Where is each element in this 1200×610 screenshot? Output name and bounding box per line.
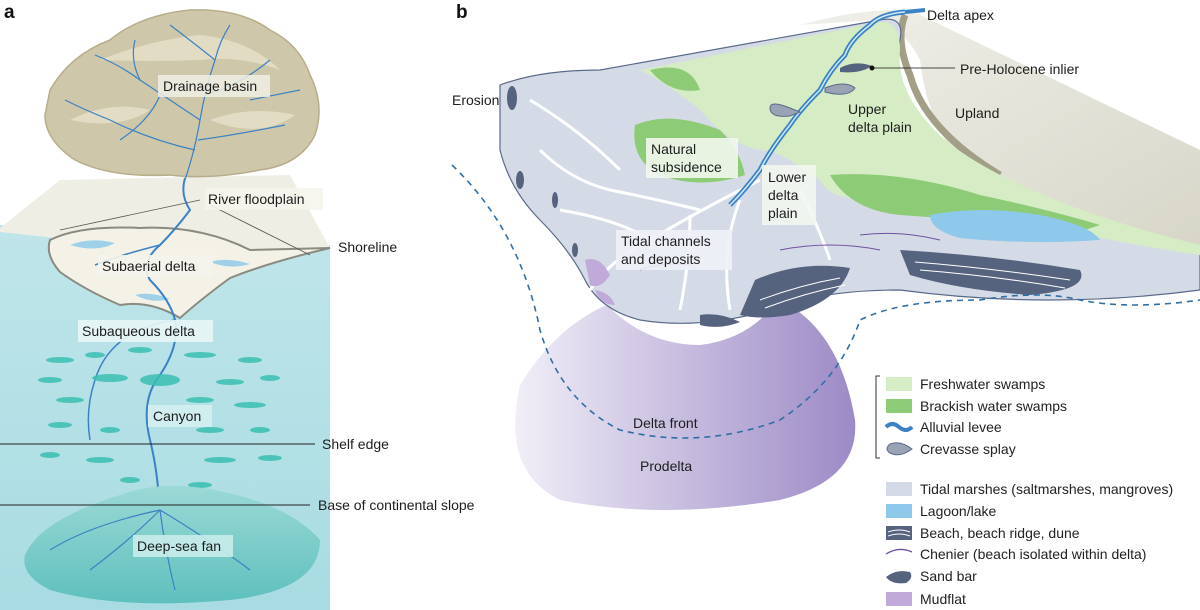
tidal-marsh-swatch bbox=[886, 482, 912, 496]
river-floodplain-label-bg bbox=[205, 188, 323, 210]
erosion-label: Erosion bbox=[452, 92, 499, 108]
natural-subsidence-label-bg bbox=[646, 138, 738, 178]
subaerial-delta-label-bg bbox=[98, 255, 213, 277]
legend-bracket bbox=[875, 375, 880, 459]
levee-highlight bbox=[729, 11, 906, 206]
apex-channel bbox=[904, 8, 926, 14]
natural-subsidence-label-line1: Natural bbox=[651, 141, 696, 157]
natural-subsidence-label-line2: subsidence bbox=[651, 159, 722, 175]
mudflat-swatch bbox=[886, 592, 912, 606]
panel-b: b bbox=[451, 2, 1200, 510]
tidal-channels-label-line2: and deposits bbox=[621, 251, 700, 267]
canyon-label: Canyon bbox=[153, 408, 201, 424]
upper-delta-label-line1: Upper bbox=[848, 101, 886, 117]
sand-bar-icon bbox=[886, 571, 912, 584]
panel-a: a bbox=[0, 2, 475, 610]
beach-ridge-icon bbox=[886, 526, 912, 540]
legend-crevasse: Crevasse splay bbox=[920, 441, 1016, 457]
legend-mudflat: Mudflat bbox=[920, 591, 966, 607]
legend-beach: Beach, beach ridge, dune bbox=[920, 525, 1080, 541]
lagoon-area bbox=[930, 210, 1100, 243]
shelf-edge-label: Shelf edge bbox=[322, 436, 389, 452]
upland-area bbox=[800, 9, 1200, 245]
legend-levee: Alluvial levee bbox=[920, 419, 1002, 435]
main-river bbox=[145, 177, 192, 531]
floodplain-line-right bbox=[209, 204, 311, 256]
upper-delta-label-line2: delta plain bbox=[848, 119, 912, 135]
legend-brackish: Brackish water swamps bbox=[920, 398, 1067, 414]
panel-b-letter: b bbox=[456, 2, 468, 23]
brackish-swamp-north bbox=[650, 67, 700, 91]
prodelta-label: Prodelta bbox=[640, 458, 692, 474]
subaerial-delta-label: Subaerial delta bbox=[102, 258, 196, 274]
crevasse-splay-1 bbox=[769, 103, 802, 117]
sand-bars bbox=[507, 86, 578, 257]
deep-sea-fan-label: Deep-sea fan bbox=[137, 538, 221, 554]
subaqueous-delta-label-bg bbox=[78, 320, 213, 342]
shelf-deposits bbox=[38, 347, 282, 488]
lower-delta-label-line2: delta bbox=[768, 187, 799, 203]
panel-a-letter: a bbox=[4, 2, 15, 23]
legend-sand-bar: Sand bar bbox=[920, 568, 977, 584]
prodelta-cone bbox=[515, 300, 856, 510]
chenier-icon bbox=[885, 548, 913, 555]
upland-label: Upland bbox=[955, 105, 999, 121]
mudflat-patches bbox=[585, 259, 615, 305]
pre-holocene-inlier-shape bbox=[840, 63, 872, 73]
lower-delta-label-bg bbox=[762, 165, 816, 225]
brackish-swamp-swatch bbox=[886, 399, 912, 413]
delta-lagoons bbox=[70, 240, 250, 301]
tidal-channels-label-line1: Tidal channels bbox=[621, 233, 711, 249]
tidal-channels-label-bg bbox=[616, 230, 732, 270]
drainage-basin-label-bg bbox=[158, 75, 270, 97]
beach-ridges bbox=[700, 250, 1082, 327]
deep-sea-fan-label-bg bbox=[133, 535, 233, 557]
legend-tidal-marsh: Tidal marshes (saltmarshes, mangroves) bbox=[920, 481, 1173, 497]
pre-holocene-label: Pre-Holocene inlier bbox=[960, 61, 1079, 77]
shoreline-label: Shoreline bbox=[338, 239, 397, 255]
crevasse-splay-icon bbox=[886, 442, 913, 456]
river-floodplain-label: River floodplain bbox=[208, 191, 305, 207]
delta-front-label: Delta front bbox=[633, 415, 698, 431]
canyon-label-bg bbox=[148, 405, 212, 427]
drainage-basin-label: Drainage basin bbox=[163, 78, 257, 94]
legend: Freshwater swamps Brackish water swamps … bbox=[875, 375, 1173, 607]
alluvial-levee-icon bbox=[884, 422, 914, 432]
delta-apex-label: Delta apex bbox=[927, 7, 994, 23]
crevasse-splay-2 bbox=[824, 83, 856, 95]
lagoon-swatch bbox=[886, 504, 912, 518]
lower-delta-label-line3: plain bbox=[768, 205, 798, 221]
subaqueous-delta-label: Subaqueous delta bbox=[82, 323, 195, 339]
terrain-highlights bbox=[70, 35, 295, 129]
beach-ridge-icon-lines bbox=[887, 529, 911, 537]
lower-delta-label-line1: Lower bbox=[768, 169, 806, 185]
freshwater-swamp-swatch bbox=[886, 377, 912, 391]
base-slope-label: Base of continental slope bbox=[318, 497, 475, 513]
legend-freshwater: Freshwater swamps bbox=[920, 376, 1045, 392]
legend-lagoon: Lagoon/lake bbox=[920, 503, 997, 519]
delta-front-boundary bbox=[451, 164, 1200, 439]
legend-chenier: Chenier (beach isolated within delta) bbox=[920, 546, 1146, 562]
floodplain-line-left bbox=[59, 199, 201, 231]
freshwater-swamp-area bbox=[640, 21, 1200, 255]
